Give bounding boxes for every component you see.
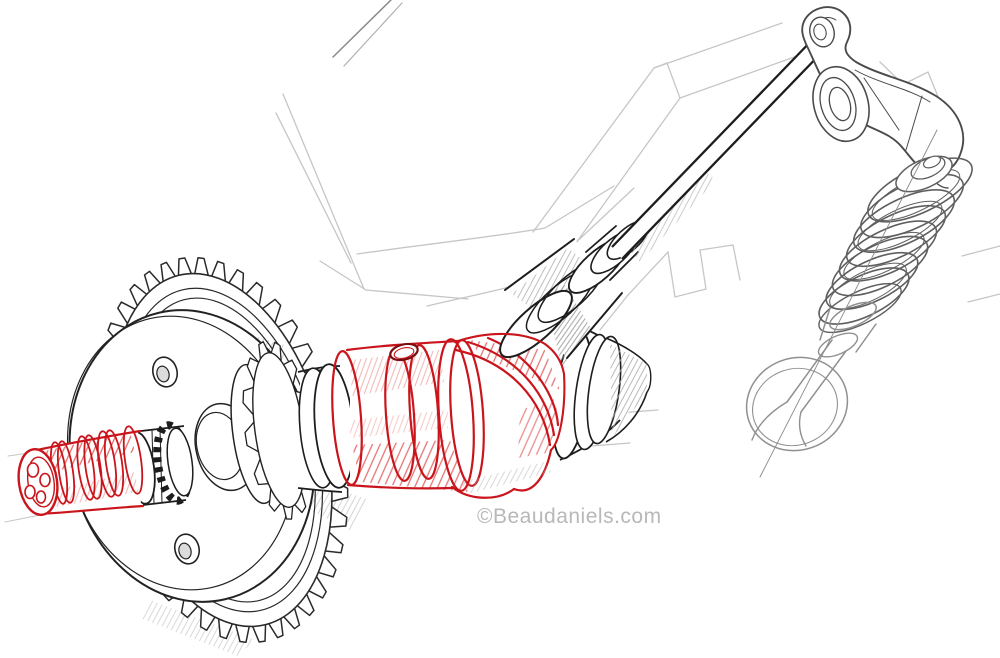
oil-passage-hole xyxy=(26,462,40,478)
oil-passage-hole xyxy=(35,490,47,504)
valve xyxy=(745,129,938,478)
cam-lobe-base-ring xyxy=(437,338,475,492)
cam-spiral-2 xyxy=(466,340,556,437)
valve-head xyxy=(745,356,849,452)
valve-centerline xyxy=(759,129,938,478)
valve-guide xyxy=(817,332,859,358)
spring-seat xyxy=(818,282,902,334)
camshaft-front-journal xyxy=(297,363,355,493)
camshaft-nose xyxy=(17,425,145,516)
rocker-arm xyxy=(801,6,965,189)
rocker-pivot-boss xyxy=(812,65,870,143)
cam-shadow xyxy=(460,462,552,494)
cam-spiral-1 xyxy=(454,348,552,447)
oil-passage-hole xyxy=(24,484,36,500)
cam-nose xyxy=(512,448,553,492)
camshaft-rear-stub xyxy=(552,317,652,462)
pushrod xyxy=(611,35,827,262)
spline-collar xyxy=(230,341,316,520)
bolt-hole xyxy=(173,533,201,565)
cam-journal-and-lobe xyxy=(331,333,565,500)
pushrod-socket xyxy=(809,16,835,48)
oil-passage-hole xyxy=(39,472,51,488)
cone-shading xyxy=(610,344,647,438)
cam-lobe-back-edge xyxy=(453,332,566,452)
bolt-hole xyxy=(151,356,179,388)
